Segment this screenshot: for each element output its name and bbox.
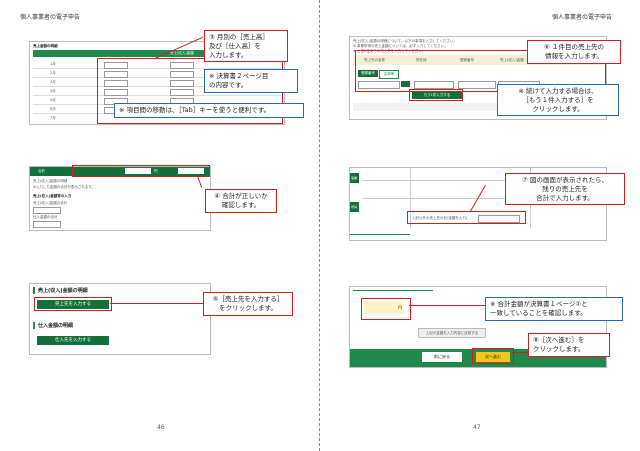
other-customers-label: 上記以外の売上先の計(金額を入力) — [412, 216, 468, 220]
table-header — [353, 55, 603, 65]
purchase-input[interactable] — [170, 89, 194, 96]
col-address: 所在地 — [416, 58, 427, 62]
row-line — [33, 77, 281, 78]
purchase-total-field — [33, 221, 61, 228]
purchase-input[interactable] — [170, 80, 194, 87]
row-line — [33, 86, 281, 87]
callout-arrow — [512, 352, 528, 353]
side-tab-label: 所得 — [351, 205, 358, 209]
purchase-detail-heading: 仕入金額の明細 — [38, 323, 74, 329]
total-bar — [30, 167, 210, 176]
month-label: 4月 — [50, 89, 56, 93]
page-number-left: 46 — [157, 424, 165, 431]
total-purchase-value — [178, 168, 204, 174]
row-line — [33, 95, 281, 96]
heading-marker — [33, 322, 35, 329]
tab-reg-number[interactable]: 登録番号 — [358, 70, 378, 77]
col-name: 売上先の名称 — [364, 58, 385, 62]
heading-marker — [33, 287, 35, 294]
top-line — [353, 290, 433, 291]
callout-arrow — [409, 305, 485, 306]
total-unit: 円 — [154, 169, 158, 173]
reg-number-input[interactable] — [358, 81, 400, 89]
callout-note-match: ※ 合計金額が決算書１ページ①と 一致していることを確認します。 — [485, 297, 623, 321]
instruction-text: ※ 上位5位までの売上先を入力してください。 — [353, 49, 426, 53]
total-sales-value — [125, 168, 151, 174]
sales-total-field — [33, 207, 61, 214]
purchase-input[interactable] — [170, 71, 194, 78]
address-input[interactable] — [414, 81, 454, 89]
add-another-button[interactable]: もう1件入力する — [412, 91, 462, 99]
highlight-add-button — [409, 89, 463, 101]
page-header-left: 個人事業者の電子申告 — [20, 14, 81, 21]
col-line — [410, 168, 411, 228]
callout-step8: ⑧［次へ進む］を クリックします。 — [528, 333, 610, 357]
col-reg: 登録番号 — [460, 58, 474, 62]
col-amount: 売上(収入)金額 — [500, 58, 524, 62]
sales-detail-heading: 売上(収入)金額の明細 — [38, 288, 88, 294]
screenshot-sales-buttons: 売上(収入)金額の明細 売上先を入力する 仕入金額の明細 仕入先を入力する — [29, 283, 211, 355]
field-label-sales: 売上(収入)金額の合計 — [33, 201, 68, 205]
side-tab-label: 事業 — [351, 176, 358, 180]
callout-note-page2: ※ 決算書２ページ目 の内容です。 — [204, 69, 298, 93]
highlight-sales-button — [34, 297, 112, 311]
total-label: 合計 — [38, 169, 45, 173]
next-button[interactable]: 次へ進む — [476, 352, 510, 362]
side-tab — [350, 202, 359, 212]
highlight-total-value — [361, 298, 411, 320]
side-tab — [350, 173, 359, 183]
apply-to-form-button[interactable]: 上記の金額を入力内容に反映する — [418, 328, 486, 338]
highlight-other-total — [407, 211, 526, 224]
callout-step5: ⑤［売上先を入力する］ をクリックします。 — [203, 292, 293, 316]
col-sales-header: 売上(収入)金額 — [170, 51, 194, 55]
enter-sales-button[interactable]: 売上先を入力する — [37, 300, 109, 309]
page-header-right: 個人事業者の電子申告 — [552, 14, 613, 21]
next-row — [353, 103, 603, 111]
search-button[interactable] — [401, 81, 410, 87]
purchase-input[interactable] — [170, 62, 194, 69]
page-divider — [319, 0, 320, 451]
sales-input[interactable] — [104, 80, 128, 87]
callout-tab-key: ※ 項目間の移動は、［Tab］キーを使うと便利です。 — [114, 103, 304, 118]
callout-arrow — [110, 303, 204, 304]
footer-line — [350, 234, 410, 235]
row-line — [33, 68, 281, 69]
tab-name[interactable]: 名称等 — [379, 70, 399, 79]
callout-step3: ③ 月別の［売上高］ 及び［仕入高］を 入力します。 — [204, 30, 288, 63]
other-customers-input[interactable] — [478, 215, 520, 223]
total-highlight-box — [364, 302, 404, 314]
callout-step6: ⑥ １件目の売上先の 情報を入力します。 — [527, 40, 621, 64]
highlight-next-button — [472, 348, 514, 364]
sales-input[interactable] — [104, 62, 128, 69]
month-label: 2月 — [50, 71, 56, 75]
month-label: 7月 — [50, 116, 56, 120]
back-button[interactable]: 前に戻る — [422, 352, 462, 362]
page-number-right: 47 — [473, 424, 481, 431]
name-input[interactable] — [458, 81, 496, 89]
field-label-purchase: 仕入金額の合計 — [33, 215, 58, 219]
note-text: ※入力した金額の合計が表示されます。 — [33, 185, 96, 189]
month-label: 5月 — [50, 98, 56, 102]
enter-purchase-button[interactable]: 仕入先を入力する — [37, 336, 109, 345]
month-label: 1月 — [50, 62, 56, 66]
row-line — [362, 180, 602, 181]
monthly-table-title: 売上金額の明細 — [33, 44, 58, 48]
sales-input[interactable] — [104, 89, 128, 96]
callout-step7: ⑦ 図の画面が表示されたら、 残りの売上先を 合計で入力します。 — [505, 173, 625, 206]
total-unit: 円 — [398, 305, 402, 310]
monthly-table-header — [33, 50, 281, 57]
row-line — [362, 198, 602, 199]
section-heading: 売上(収入)金額等の入力 — [33, 194, 72, 198]
month-label: 6月 — [50, 107, 56, 111]
sub-label: 売上(収入)金額の明細 — [33, 179, 68, 183]
highlight-entry-row — [355, 50, 606, 92]
callout-note-add-more: ※ 続けて入力する場合は、 ［もう１件入力する］を クリックします。 — [497, 84, 619, 117]
sales-input[interactable] — [104, 71, 128, 78]
callout-step4: ④ 合計が正しいか 確認します。 — [205, 189, 277, 213]
instruction-text: 売上(収入)金額の明細について、以下の事項を入力してください。 — [353, 39, 457, 43]
month-label: 3月 — [50, 80, 56, 84]
highlight-total — [72, 165, 210, 177]
instruction-text: ※ 事業所得の売上金額については、必ず入力してください。 — [353, 44, 448, 48]
